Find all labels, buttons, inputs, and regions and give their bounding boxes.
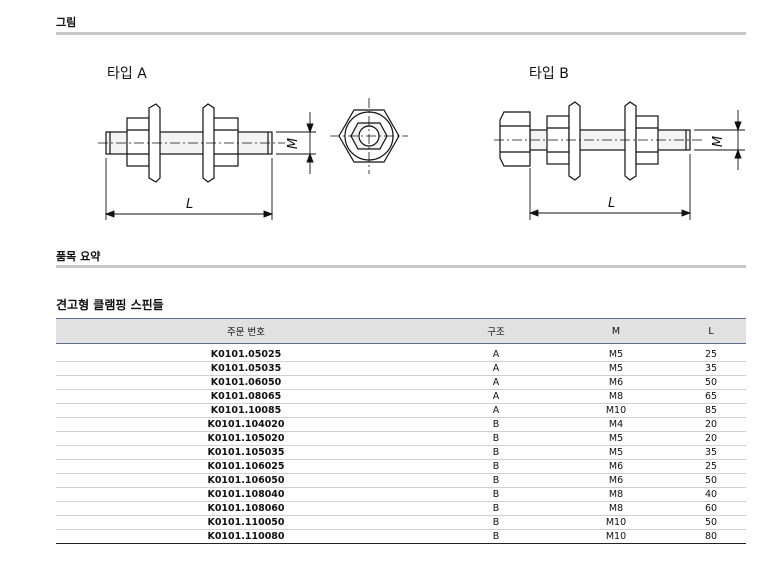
thread-size-cell: M6 [556,375,676,390]
thread-size-cell: M8 [556,487,676,502]
thread-size-cell: M10 [556,529,676,544]
thread-size-cell: M5 [556,361,676,376]
thread-size-cell: M10 [556,403,676,418]
part-number-cell: K0101.108040 [56,487,436,502]
type-a-length-label: L [186,197,194,212]
length-cell: 20 [676,417,746,432]
table-header-row: 주문 번호 구조 M L [56,318,746,344]
hex-nut-front-view [330,98,408,174]
length-cell: 40 [676,487,746,502]
type-cell: B [436,431,556,446]
thread-size-cell: M5 [556,343,676,362]
type-cell: B [436,417,556,432]
type-cell: A [436,403,556,418]
length-cell: 20 [676,431,746,446]
type-b-drawing [494,101,745,220]
length-cell: 35 [676,361,746,376]
length-cell: 25 [676,343,746,362]
type-cell: B [436,487,556,502]
length-cell: 50 [676,515,746,530]
length-cell: 50 [676,375,746,390]
length-cell: 35 [676,445,746,460]
part-number-cell: K0101.106050 [56,473,436,488]
length-cell: 80 [676,529,746,544]
length-cell: 65 [676,389,746,404]
length-cell: 50 [676,473,746,488]
header-type: 구조 [436,318,556,344]
type-cell: A [436,361,556,376]
length-cell: 25 [676,459,746,474]
figure-section-title: 그림 [56,16,77,29]
summary-section-title: 품목 요약 [56,250,101,263]
part-number-cell: K0101.108060 [56,501,436,516]
type-b-thread-label: M [711,135,727,148]
type-cell: B [436,473,556,488]
thread-size-cell: M8 [556,389,676,404]
type-b-label: 타입 B [529,66,569,82]
summary-section-divider [56,265,746,268]
part-number-cell: K0101.110080 [56,529,436,544]
part-number-cell: K0101.06050 [56,375,436,390]
thread-size-cell: M6 [556,459,676,474]
thread-size-cell: M6 [556,473,676,488]
type-a-label: 타입 A [107,66,147,82]
type-a-drawing [98,103,316,220]
type-cell: B [436,515,556,530]
part-number-cell: K0101.105035 [56,445,436,460]
header-m: M [556,318,676,344]
product-title: 견고형 클램핑 스핀들 [56,298,164,312]
thread-size-cell: M4 [556,417,676,432]
part-number-cell: K0101.105020 [56,431,436,446]
part-number-cell: K0101.106025 [56,459,436,474]
length-cell: 85 [676,403,746,418]
thread-size-cell: M5 [556,445,676,460]
part-number-cell: K0101.110050 [56,515,436,530]
length-cell: 60 [676,501,746,516]
type-cell: B [436,529,556,544]
header-part-number: 주문 번호 [56,318,436,344]
thread-size-cell: M5 [556,431,676,446]
type-cell: A [436,389,556,404]
part-number-cell: K0101.08065 [56,389,436,404]
part-number-cell: K0101.10085 [56,403,436,418]
type-cell: A [436,343,556,362]
figure-section-divider [56,32,746,35]
part-number-cell: K0101.104020 [56,417,436,432]
thread-size-cell: M8 [556,501,676,516]
type-cell: B [436,501,556,516]
type-cell: B [436,445,556,460]
thread-size-cell: M10 [556,515,676,530]
type-b-length-label: L [608,196,616,211]
part-number-cell: K0101.05035 [56,361,436,376]
type-cell: A [436,375,556,390]
part-number-cell: K0101.05025 [56,343,436,362]
type-cell: B [436,459,556,474]
header-l: L [676,318,746,344]
